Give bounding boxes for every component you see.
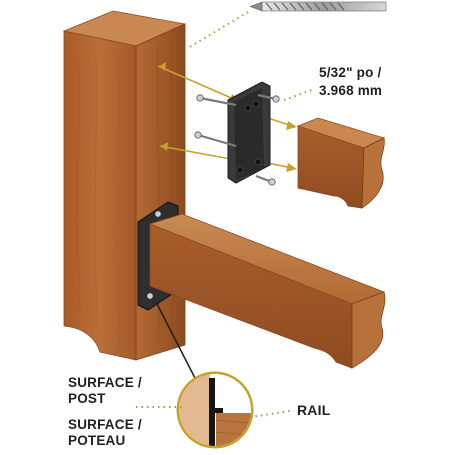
surface-post-line1: SURFACE / bbox=[68, 375, 142, 390]
surface-post-line2: POST bbox=[68, 391, 106, 406]
detail-callout bbox=[176, 371, 254, 449]
long-rail bbox=[148, 213, 386, 369]
screw-size-line2: 3.968 mm bbox=[319, 83, 383, 98]
wood-post bbox=[62, 10, 187, 361]
callout-leader bbox=[155, 301, 197, 381]
mounting-bracket-icon bbox=[227, 81, 271, 184]
surface-post-label: SURFACE / POST bbox=[68, 375, 142, 407]
spec-leader bbox=[283, 89, 313, 101]
drill-leader bbox=[187, 11, 249, 49]
drill-bit-icon bbox=[249, 1, 387, 12]
screw-icon bbox=[194, 93, 280, 186]
surface-poteau-line1: SURFACE / bbox=[68, 417, 142, 432]
surface-poteau-label: SURFACE / POTEAU bbox=[68, 417, 142, 449]
screw-size-line1: 5/32" po / bbox=[319, 65, 382, 80]
screw-size-label: 5/32" po / 3.968 mm bbox=[319, 64, 382, 100]
rail-label: RAIL bbox=[297, 402, 331, 418]
surface-poteau-line2: POTEAU bbox=[68, 433, 126, 448]
rail-block bbox=[296, 117, 386, 209]
rail-leader bbox=[249, 410, 291, 418]
